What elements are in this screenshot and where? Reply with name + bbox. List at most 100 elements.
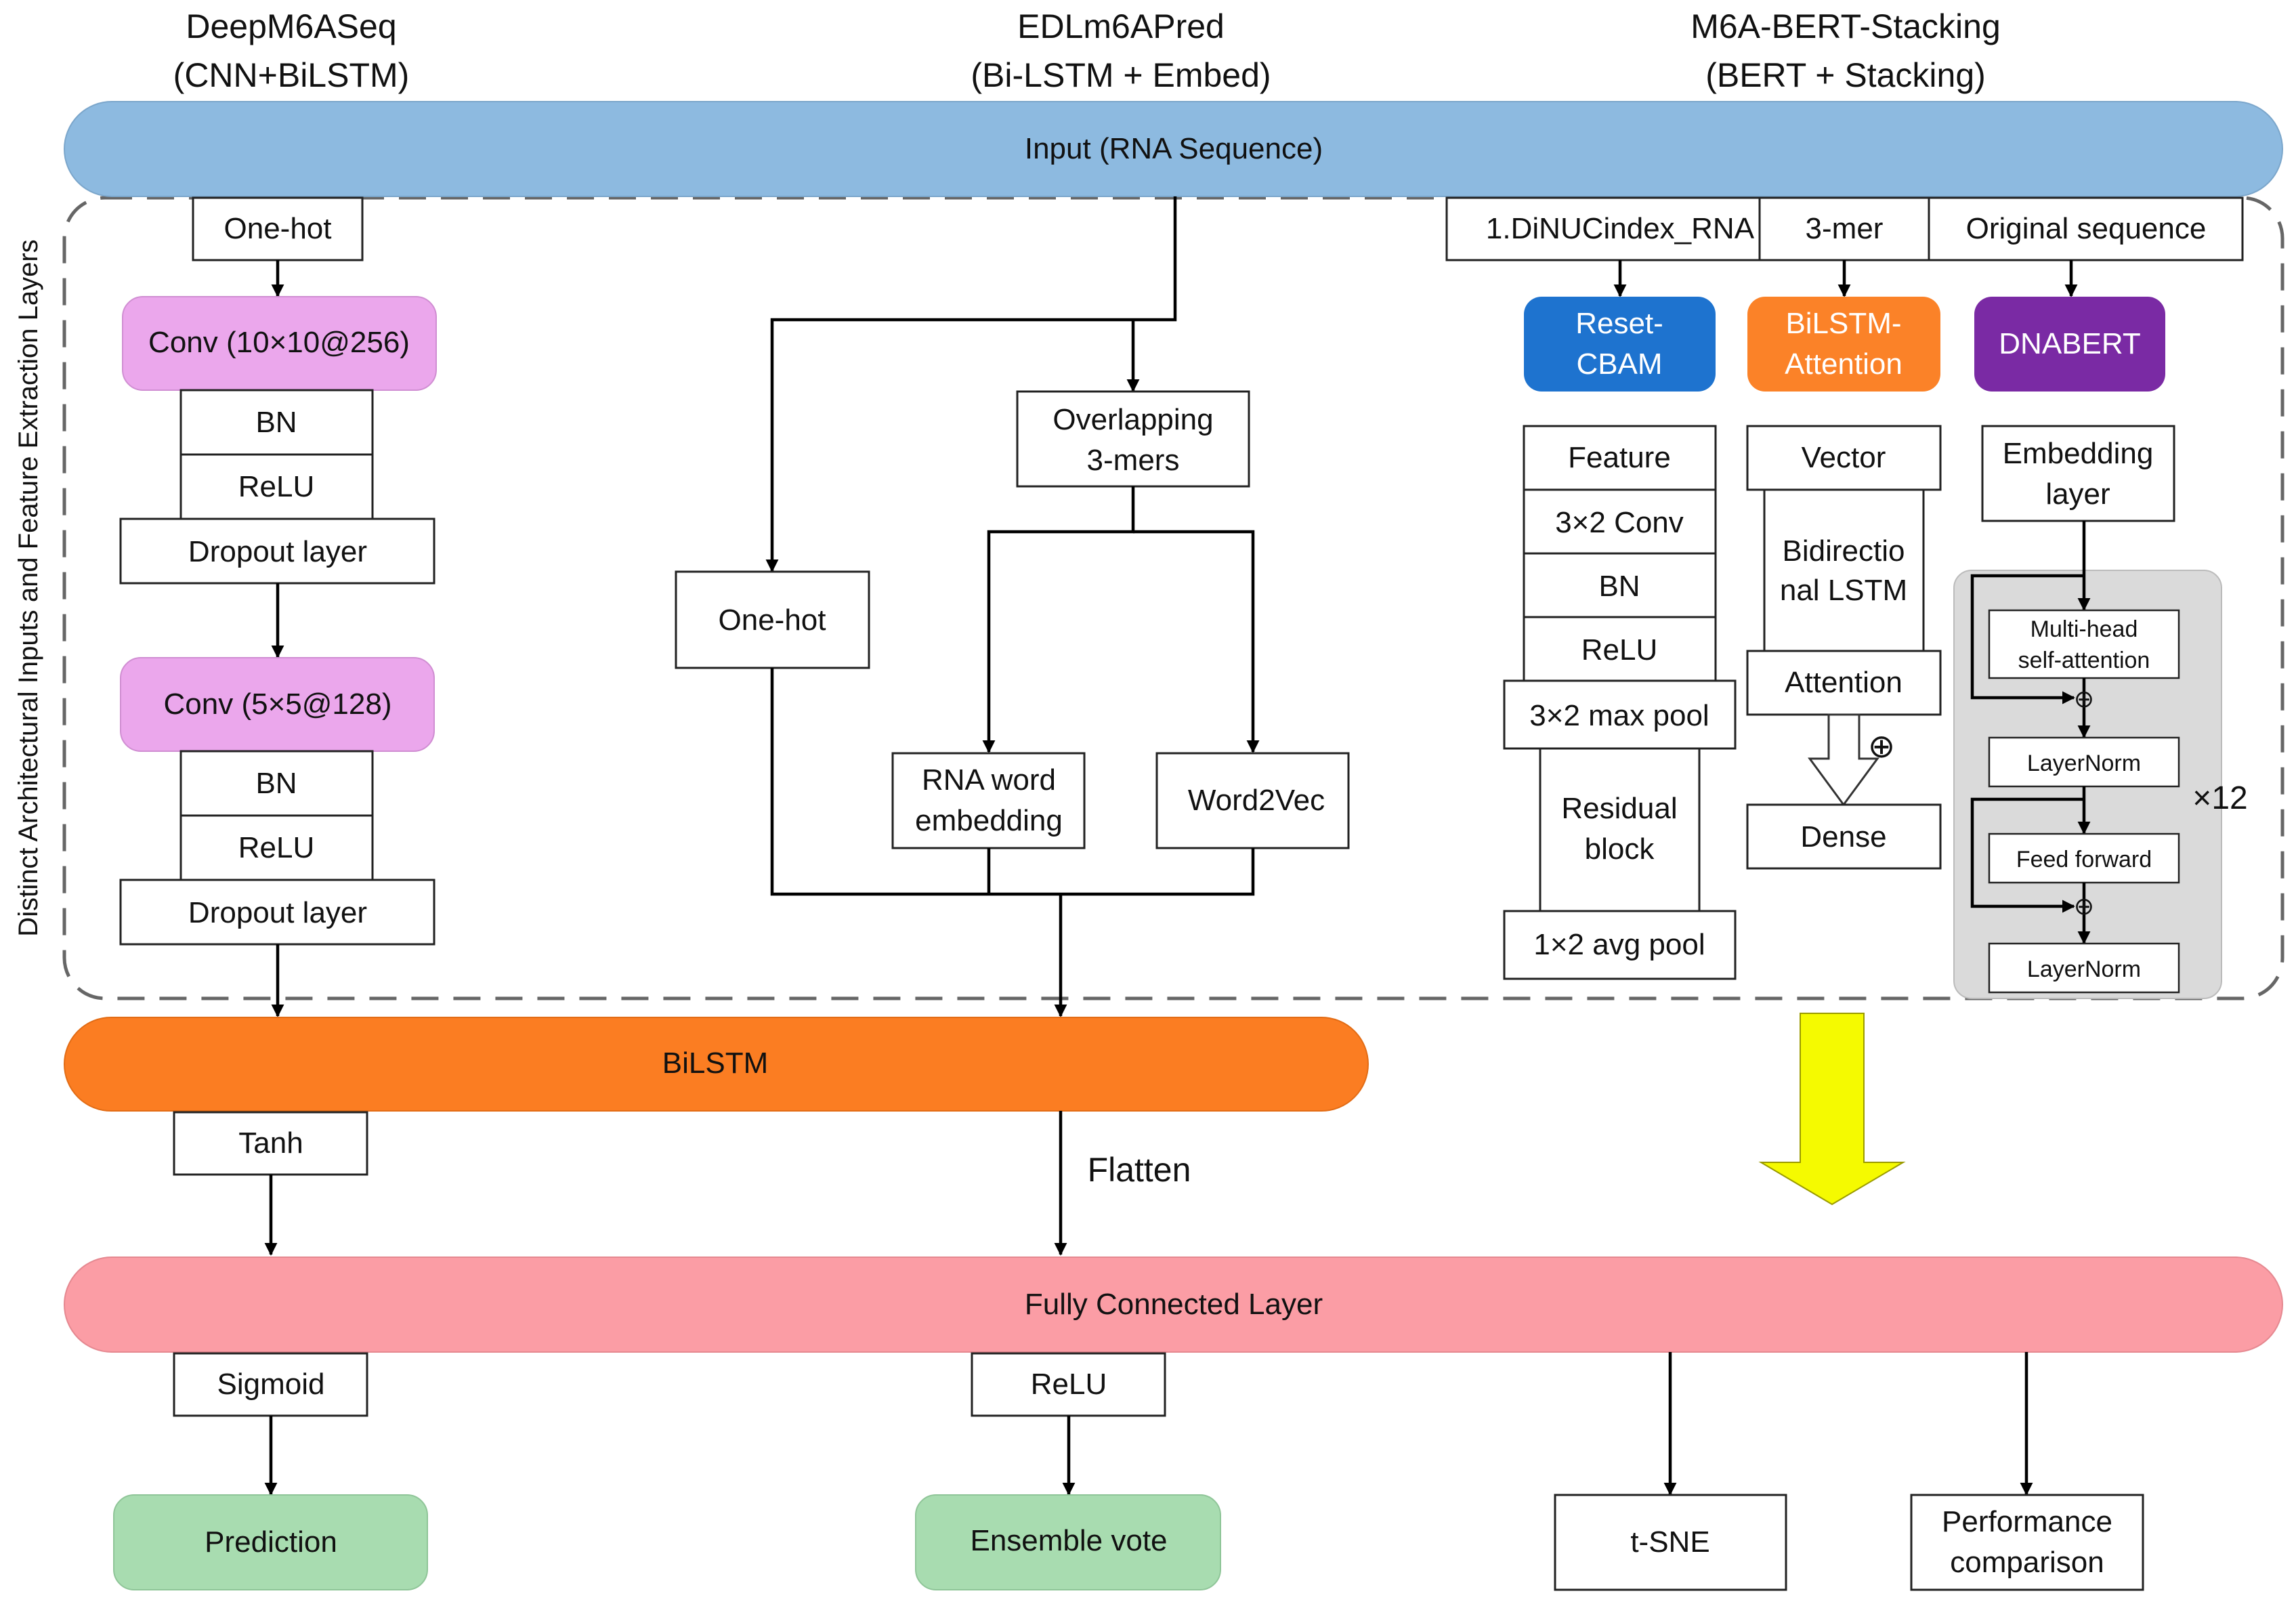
deepm6aseq-dropout2-box <box>119 879 435 946</box>
edl-onehot-box <box>675 570 870 669</box>
edl-ensemble-box <box>915 1494 1221 1590</box>
deepm6aseq-prediction-label: Prediction <box>205 1525 337 1559</box>
bert-bilstm-attention-label-2: Attention <box>1785 347 1902 381</box>
header-m6abert-name: M6A-BERT-Stacking <box>1691 7 2001 45</box>
bert-bidir-lstm-box <box>1763 488 1925 652</box>
edl-relu-label: ReLU <box>1031 1368 1107 1401</box>
deepm6aseq-conv1-label: Conv (10×10@256) <box>148 326 410 359</box>
bert-feedforward-label: Feed forward <box>2016 847 2152 872</box>
deepm6aseq-sigmoid-box <box>173 1352 368 1417</box>
edl-line-overlapping-right <box>1133 530 1260 753</box>
bert-conv32-label: 3×2 Conv <box>1555 506 1684 539</box>
input-bar-label: Input (RNA Sequence) <box>1025 132 1323 165</box>
bert-residual-label-1: Residual <box>1561 792 1677 825</box>
header-deepm6aseq-name: DeepM6ASeq <box>186 7 396 45</box>
bert-hollow-arrow <box>1808 713 1879 807</box>
header-m6abert-sub: (BERT + Stacking) <box>1705 56 1986 94</box>
bert-performance-box <box>1910 1494 2144 1591</box>
bert-embedding-label-1: Embedding <box>2003 437 2154 470</box>
bert-layernorm1-label: LayerNorm <box>2027 751 2141 776</box>
edl-rna-word-box <box>891 752 1086 849</box>
bert-mhsa-label-2: self-attention <box>2018 648 2150 673</box>
header-deepm6aseq: DeepM6ASeq (CNN+BiLSTM) <box>173 7 410 94</box>
bert-attention-box <box>1746 650 1942 716</box>
bert-bidir-lstm-label-1: Bidirectio <box>1783 534 1905 568</box>
bert-bn-label: BN <box>1598 570 1640 603</box>
bert-residual-box <box>1539 747 1701 912</box>
deepm6aseq-relu1-label: ReLU <box>238 470 315 503</box>
bert-reset-cbam-box <box>1524 297 1716 392</box>
bert-reset-cbam-label-1: Reset- <box>1575 307 1663 340</box>
deepm6aseq-sigmoid-label: Sigmoid <box>217 1368 325 1401</box>
bert-bidir-lstm-label-2: nal LSTM <box>1780 574 1907 607</box>
deepm6aseq-relu2-label: ReLU <box>238 831 315 864</box>
deepm6aseq-tanh-box <box>173 1111 368 1176</box>
bert-feature-box <box>1523 425 1717 491</box>
bert-attention-plus: ⊕ <box>1868 729 1895 765</box>
header-m6abert: M6A-BERT-Stacking (BERT + Stacking) <box>1691 7 2001 94</box>
deepm6aseq-bn2-label: BN <box>255 767 297 800</box>
bert-dense-label: Dense <box>1800 820 1886 853</box>
bert-dense-box <box>1746 803 1942 870</box>
input-bar <box>64 101 2283 197</box>
deepm6aseq-prediction-box <box>113 1494 428 1590</box>
bert-dnabert-box <box>1974 297 2165 392</box>
edl-onehot-label: One-hot <box>719 604 826 637</box>
edl-flatten-label: Flatten <box>1088 1151 1191 1189</box>
fully-connected-bar-label: Fully Connected Layer <box>1025 1288 1323 1321</box>
bert-original-box <box>1928 196 2244 261</box>
bert-performance-label-2: comparison <box>1950 1546 2104 1579</box>
bert-bilstm-attention-label-1: BiLSTM- <box>1785 307 1901 340</box>
bert-tsne-box <box>1554 1494 1787 1591</box>
bert-tsne-label: t-SNE <box>1630 1525 1709 1559</box>
bert-maxpool-label: 3×2 max pool <box>1529 699 1709 732</box>
deepm6aseq-dropout1-label: Dropout layer <box>188 535 367 568</box>
edl-overlapping-label-1: Overlapping <box>1053 403 1213 436</box>
header-edlm6apred: EDLm6APred (Bi-LSTM + Embed) <box>971 7 1271 94</box>
bert-residual-skip-2 <box>1970 797 2084 913</box>
deepm6aseq-onehot-label: One-hot <box>224 212 332 245</box>
bert-embedding-box <box>1981 425 2175 522</box>
bert-layernorm2-label: LayerNorm <box>2027 956 2141 982</box>
edl-word2vec-box <box>1155 752 1350 849</box>
bilstm-bar-label: BiLSTM <box>662 1047 768 1080</box>
edl-relu-box <box>971 1352 1166 1417</box>
bert-reset-cbam-label-2: CBAM <box>1576 347 1662 381</box>
edl-overlapping-label-2: 3-mers <box>1087 444 1180 477</box>
feature-extraction-frame <box>62 196 2284 1000</box>
bilstm-bar <box>64 1017 1369 1112</box>
bert-vector-label: Vector <box>1802 441 1886 474</box>
header-edlm6apred-sub: (Bi-LSTM + Embed) <box>971 56 1271 94</box>
bert-layernorm1-box <box>1988 736 2180 788</box>
deepm6aseq-dropout1-box <box>119 518 435 585</box>
bert-relu-label: ReLU <box>1581 633 1658 667</box>
bert-residual-label-2: block <box>1585 832 1655 866</box>
deepm6aseq-dropout2-label: Dropout layer <box>188 896 367 929</box>
bert-plus-1: ⊕ <box>2074 685 2094 713</box>
edl-line-input-trunk <box>765 196 1177 572</box>
deepm6aseq-conv2-label: Conv (5×5@128) <box>164 688 392 721</box>
bert-dinuc-label: 1.DiNUCindex_RNA <box>1486 212 1755 245</box>
bert-kmer-label: 3-mer <box>1806 212 1884 245</box>
header-deepm6aseq-sub: (CNN+BiLSTM) <box>173 56 410 94</box>
edl-rna-word-label-2: embedding <box>915 804 1063 837</box>
big-yellow-arrow <box>1758 1013 1906 1206</box>
bert-dnabert-label: DNABERT <box>1999 327 2140 360</box>
bert-embedding-label-2: layer <box>2045 478 2110 511</box>
deepm6aseq-tanh-label: Tanh <box>238 1126 303 1160</box>
bert-conv32-box <box>1523 488 1717 555</box>
deepm6aseq-bn1-label: BN <box>255 406 297 439</box>
bert-original-label: Original sequence <box>1966 212 2207 245</box>
edl-line-overlapping-split <box>982 486 1135 753</box>
edl-ensemble-label: Ensemble vote <box>970 1524 1167 1557</box>
edl-overlapping-box <box>1016 390 1250 488</box>
bert-bn-box <box>1523 552 1717 618</box>
edl-rna-word-label-1: RNA word <box>922 763 1056 797</box>
bert-vector-box <box>1746 425 1942 491</box>
fully-connected-bar <box>64 1257 2283 1353</box>
bert-repeat-label: ×12 <box>2192 780 2247 816</box>
header-edlm6apred-name: EDLm6APred <box>1017 7 1225 45</box>
bert-layernorm2-box <box>1988 942 2180 994</box>
bert-performance-label-1: Performance <box>1942 1505 2112 1538</box>
